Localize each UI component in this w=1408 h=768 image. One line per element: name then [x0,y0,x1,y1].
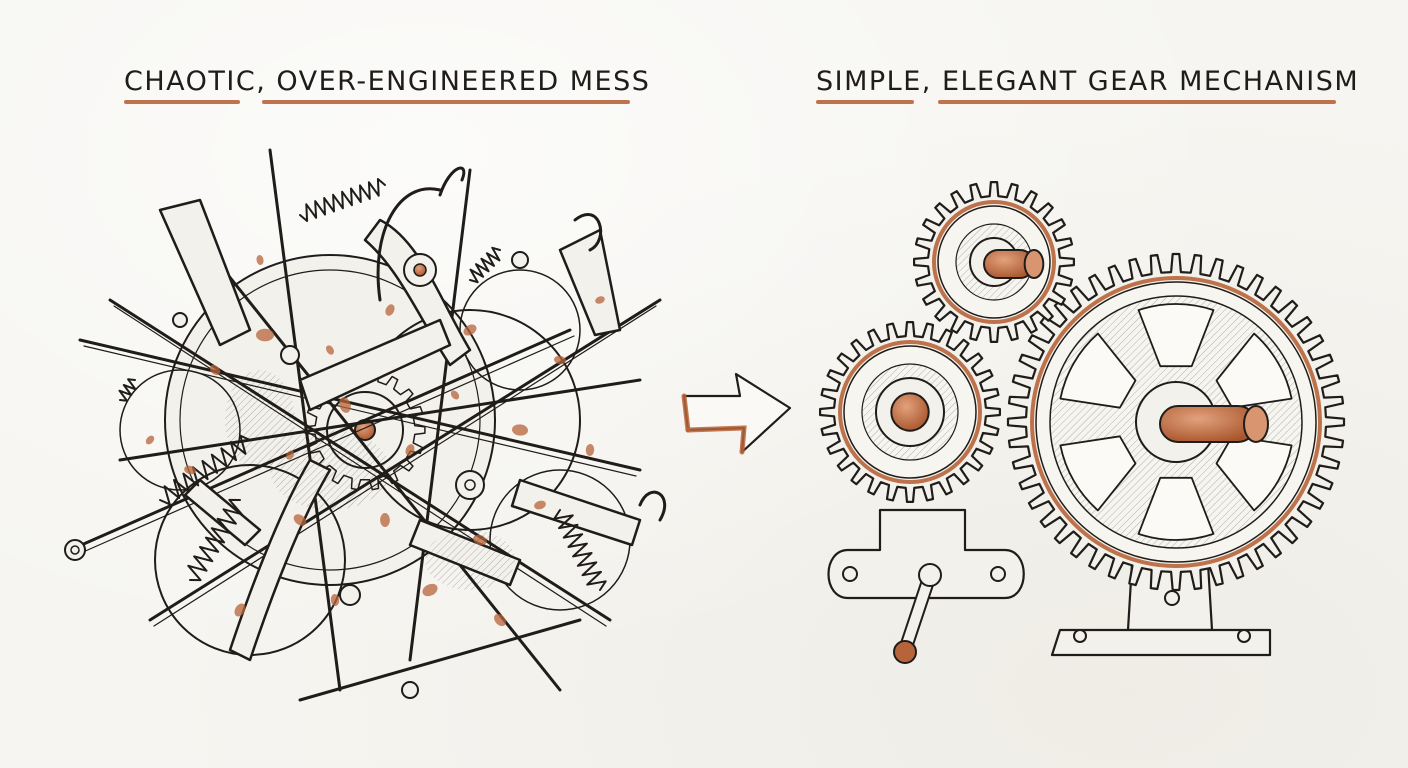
rust-spot [512,424,528,436]
small-top-gear-rim [932,200,1056,324]
spring-top [299,178,386,222]
rust-spot [209,364,221,376]
left-drive-gear-rim [838,340,982,484]
rust-spot [595,296,605,304]
right-panel-title: SIMPLE, ELEGANT GEAR MECHANISM [816,66,1360,97]
spring-right [553,509,607,591]
rust-spot [463,324,477,336]
large-spoked-gear [1006,252,1346,592]
left-title-underline-2 [262,100,630,104]
gear-train-icon [819,181,1346,664]
rust-spot [256,328,274,342]
rust-spot [385,304,395,316]
left-panel-title: CHAOTIC, OVER-ENGINEERED MESS [124,66,651,97]
right-arrow-icon [681,372,792,455]
left-drive-gear [819,321,1001,503]
large-spoked-gear-window [1215,435,1293,512]
rust-spot [450,390,460,400]
rust-spot [422,583,438,597]
large-spoked-gear-axle-end [1243,405,1269,443]
large-spoked-gear-rim [1030,276,1322,568]
rust-spot [330,594,340,606]
rust-spot [380,513,390,527]
spring-mid [469,246,501,284]
large-spoked-gear-window [1059,332,1137,409]
rust-spot [234,603,246,617]
large-spoked-gear-window [1059,435,1137,512]
large-spoked-gear-window [1137,303,1215,368]
rust-spot [585,444,595,456]
left-title-underline-1 [124,100,240,104]
tangled-mechanism-icon [64,148,667,702]
large-spoked-gear-window [1137,476,1215,541]
rust-spot [293,514,307,526]
spring-small [118,378,137,402]
spring-lower-left [187,498,243,582]
rust-spot [554,355,566,365]
right-title-underline-2 [938,100,1336,104]
small-top-gear-axle-end [1023,249,1045,279]
rust-spot [339,397,351,413]
left-drive-gear-axle [890,392,930,432]
rust-spot [494,613,506,627]
right-title-underline-1 [816,100,914,104]
large-spoked-gear-axle [1159,405,1257,443]
rust-spot [534,500,546,510]
large-spoked-gear-window [1215,332,1293,409]
rust-spot [184,465,196,475]
crank-bracket [827,508,1025,664]
rust-spot [145,435,155,445]
small-top-gear [913,181,1075,343]
rust-spot [405,444,415,456]
rust-spot [325,345,335,355]
rust-spot [256,255,264,265]
